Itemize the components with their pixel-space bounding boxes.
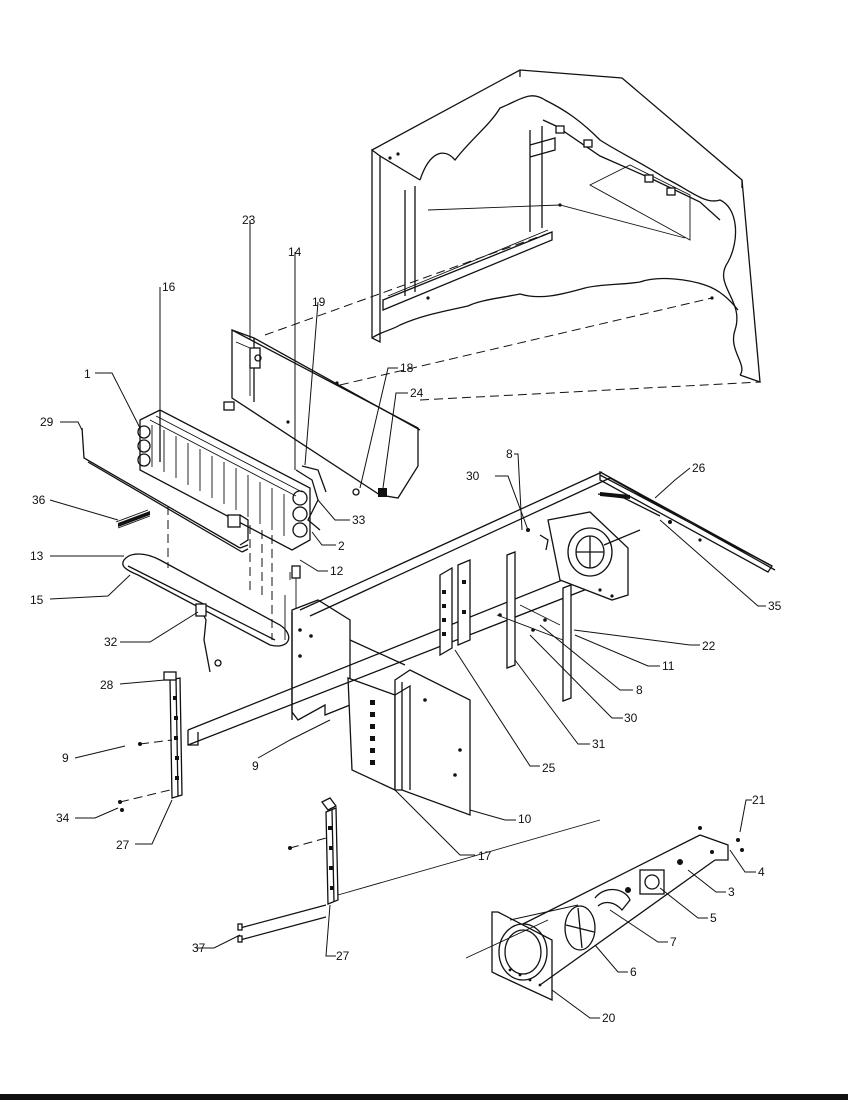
shelf-rods xyxy=(237,819,601,943)
cabinet-liner xyxy=(371,69,761,383)
callout-16: 16 xyxy=(162,280,176,294)
callout-27-lower: 27 xyxy=(336,949,350,963)
callout-9-center: 9 xyxy=(252,759,259,773)
callout-14: 14 xyxy=(288,245,302,259)
fan-shroud-upper xyxy=(526,511,641,601)
vertical-strips xyxy=(439,551,572,702)
callout-23: 23 xyxy=(242,213,256,227)
callout-11: 11 xyxy=(662,659,675,673)
callout-1: 1 xyxy=(84,367,91,381)
page-bottom-rule xyxy=(0,1094,848,1100)
callout-10: 10 xyxy=(518,812,532,826)
callout-5: 5 xyxy=(710,911,717,925)
callout-2: 2 xyxy=(338,539,345,553)
defrost-heater-rod xyxy=(81,427,249,553)
callout-4: 4 xyxy=(758,865,765,879)
vertical-bracket-left xyxy=(118,671,183,812)
callout-6: 6 xyxy=(630,965,637,979)
callout-20: 20 xyxy=(602,1011,616,1025)
callout-30-lower: 30 xyxy=(624,711,638,725)
cross-rail xyxy=(597,470,773,573)
callout-30-upper: 30 xyxy=(466,469,480,483)
callout-27-upper: 27 xyxy=(116,838,130,852)
callout-25: 25 xyxy=(542,761,556,775)
callout-9-left: 9 xyxy=(62,751,69,765)
shelf-rails xyxy=(187,471,776,746)
callout-34: 34 xyxy=(56,811,70,825)
callout-7: 7 xyxy=(670,935,677,949)
callout-31: 31 xyxy=(592,737,606,751)
callout-22: 22 xyxy=(702,639,716,653)
callout-28: 28 xyxy=(100,678,114,692)
leader-lines xyxy=(49,220,766,1019)
fan-motor-assembly xyxy=(465,826,744,1002)
callout-labels: 1 2 3 4 5 6 7 8 8 9 9 10 11 12 13 14 15 … xyxy=(30,213,782,1025)
callout-29: 29 xyxy=(40,415,54,429)
harness-plug xyxy=(195,514,301,673)
callout-26: 26 xyxy=(692,461,706,475)
callout-37: 37 xyxy=(192,941,206,955)
callout-3: 3 xyxy=(728,885,735,899)
vertical-bracket-right xyxy=(288,797,339,905)
callout-32: 32 xyxy=(104,635,118,649)
callout-8-upper: 8 xyxy=(506,447,513,461)
front-air-panel xyxy=(347,669,471,816)
callout-36: 36 xyxy=(32,493,46,507)
callout-24: 24 xyxy=(410,386,424,400)
callout-15: 15 xyxy=(30,593,44,607)
callout-33: 33 xyxy=(352,513,366,527)
callout-8-lower: 8 xyxy=(636,683,643,697)
evaporator-cover xyxy=(223,328,421,499)
rear-duct-panel xyxy=(291,599,406,721)
callout-35: 35 xyxy=(768,599,782,613)
assembly-projection-lines xyxy=(264,231,761,401)
callout-19: 19 xyxy=(312,295,326,309)
callout-21: 21 xyxy=(752,793,766,807)
callout-12: 12 xyxy=(330,564,344,578)
callout-17: 17 xyxy=(478,849,492,863)
drain-heater xyxy=(122,506,290,647)
callout-18: 18 xyxy=(400,361,414,375)
callout-13: 13 xyxy=(30,549,44,563)
